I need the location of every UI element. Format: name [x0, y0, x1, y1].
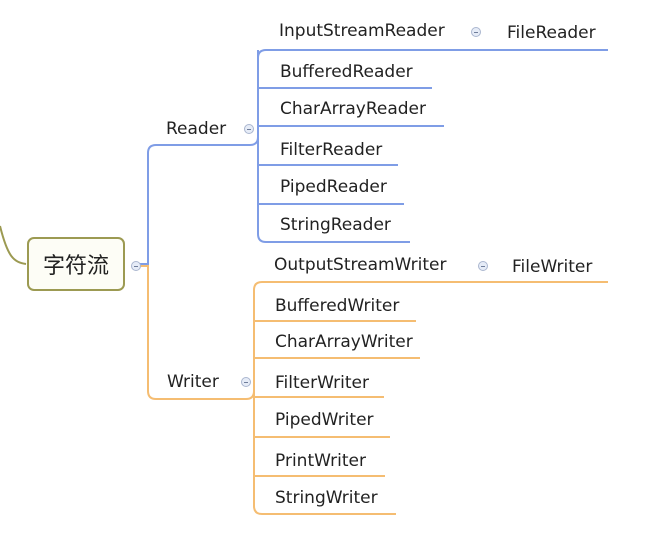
- reader-branch-connector: [137, 50, 259, 265]
- node-filereader[interactable]: FileReader: [507, 23, 596, 43]
- writer-child-lines: [253, 281, 608, 515]
- node-stringreader[interactable]: StringReader: [280, 215, 391, 235]
- branch-reader[interactable]: Reader: [166, 119, 227, 139]
- node-outputstreamwriter[interactable]: OutputStreamWriter: [274, 255, 447, 275]
- writer-collapse-icon[interactable]: [241, 377, 251, 387]
- node-filterreader[interactable]: FilterReader: [280, 140, 383, 160]
- line-stringreader: [257, 50, 410, 243]
- line-inputstreamreader: [257, 49, 608, 59]
- node-stringwriter[interactable]: StringWriter: [275, 488, 378, 508]
- node-pipedwriter[interactable]: PipedWriter: [275, 410, 374, 430]
- node-chararraywriter[interactable]: CharArrayWriter: [275, 332, 413, 352]
- node-bufferedreader[interactable]: BufferedReader: [280, 62, 413, 82]
- node-filterwriter[interactable]: FilterWriter: [275, 373, 369, 393]
- line-outputstreamwriter-start: [253, 281, 608, 291]
- root-node[interactable]: 字符流: [27, 237, 125, 291]
- node-inputstreamreader[interactable]: InputStreamReader: [279, 21, 445, 41]
- outputstreamwriter-collapse-icon[interactable]: [478, 261, 488, 271]
- inbound-connector: [0, 225, 27, 265]
- node-pipedreader[interactable]: PipedReader: [280, 177, 387, 197]
- branch-writer[interactable]: Writer: [167, 372, 219, 392]
- root-label: 字符流: [42, 254, 109, 279]
- line-stringwriter: [253, 290, 396, 515]
- reader-child-lines: [257, 49, 608, 243]
- root-collapse-icon[interactable]: [131, 261, 141, 271]
- node-chararrayreader[interactable]: CharArrayReader: [280, 99, 427, 119]
- node-bufferedwriter[interactable]: BufferedWriter: [275, 296, 400, 316]
- node-printwriter[interactable]: PrintWriter: [275, 451, 366, 471]
- inputstreamreader-collapse-icon[interactable]: [471, 27, 481, 37]
- node-filewriter[interactable]: FileWriter: [512, 257, 593, 277]
- reader-collapse-icon[interactable]: [244, 124, 254, 134]
